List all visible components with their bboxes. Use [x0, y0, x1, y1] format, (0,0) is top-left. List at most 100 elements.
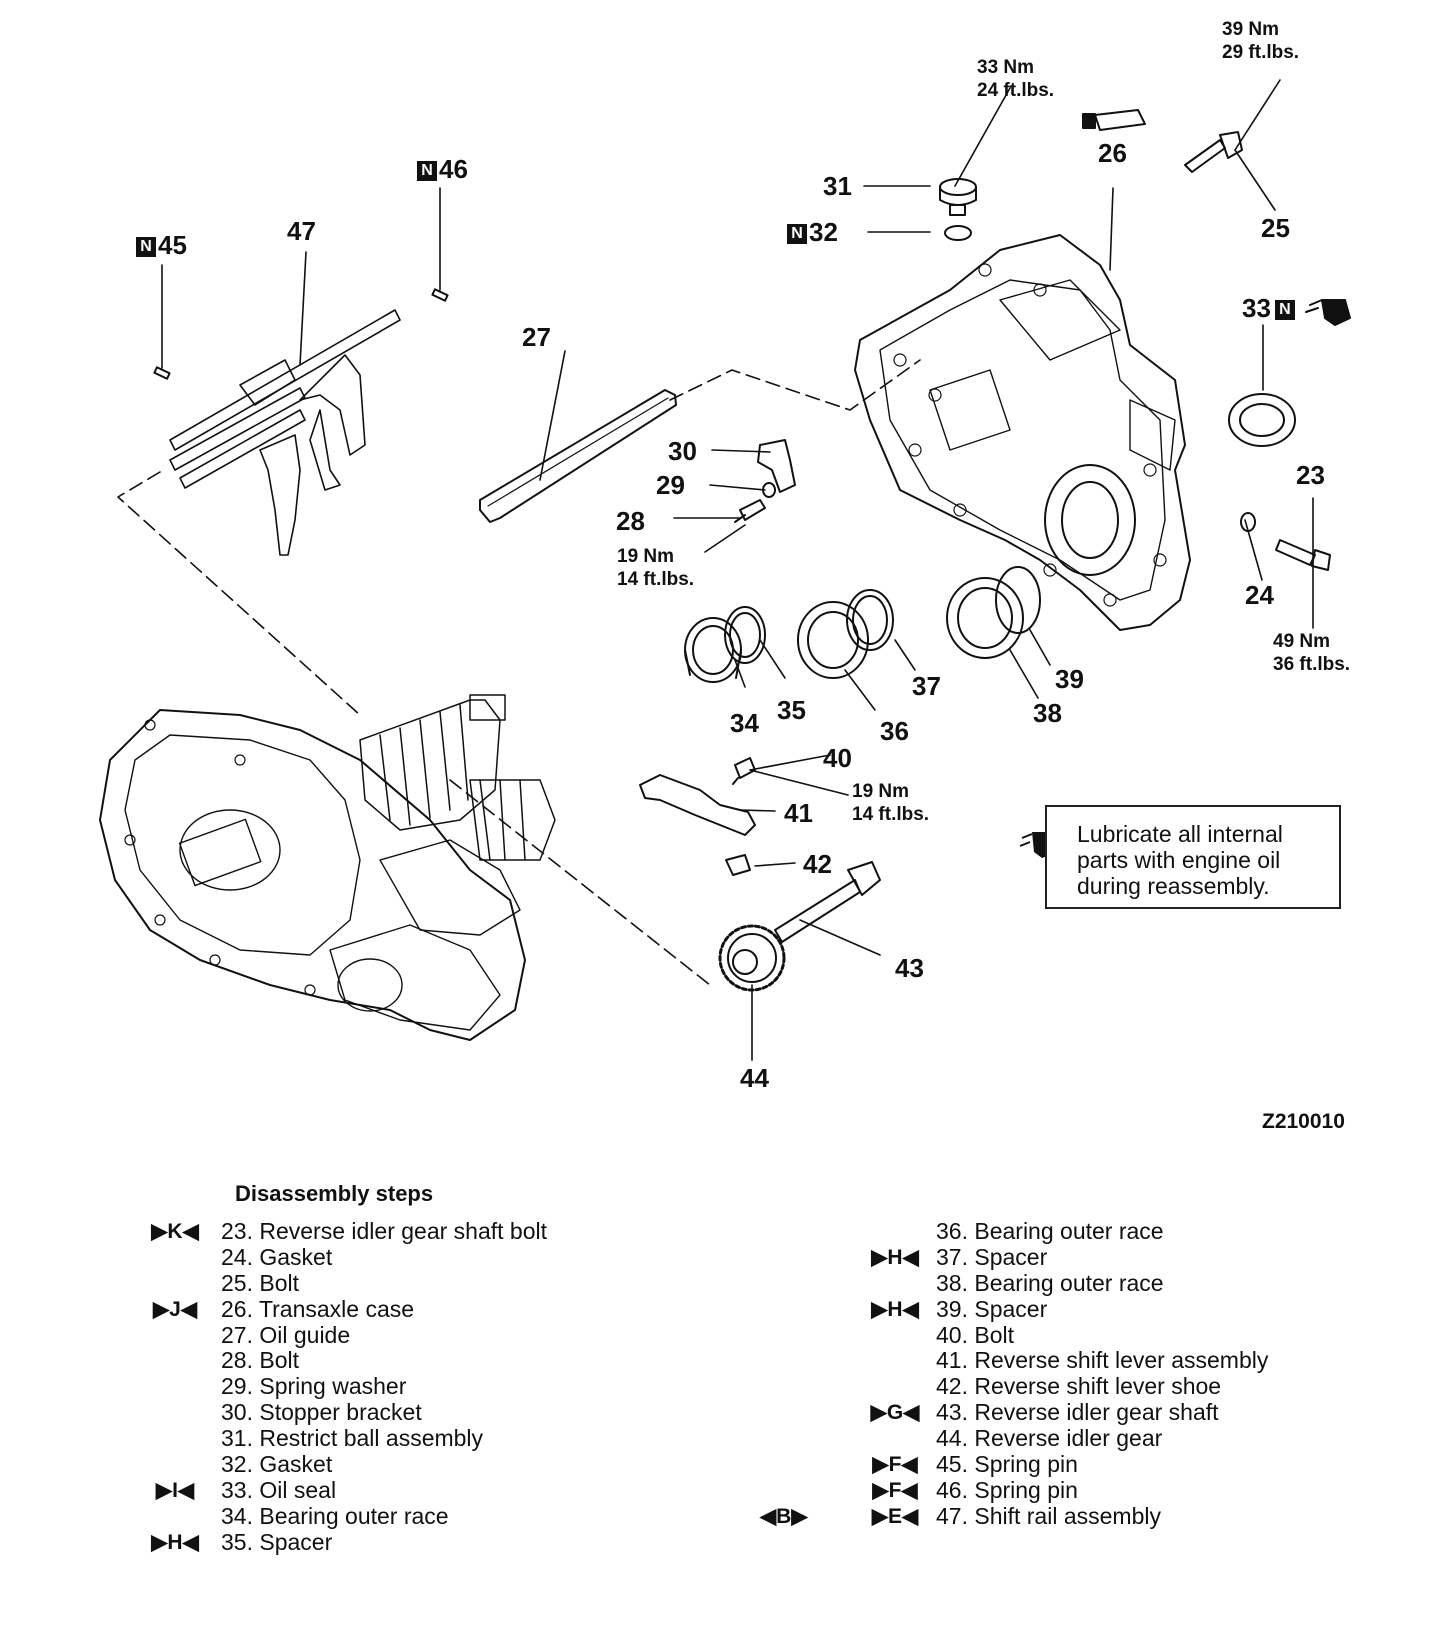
callout-45-number: 45: [158, 230, 187, 260]
callout-28: 28: [616, 506, 645, 536]
step-label: 29. Spring washer: [221, 1373, 407, 1400]
spacer-37-inner: [852, 595, 888, 645]
shift-rail-assembly: [169, 309, 401, 556]
step-label: 44. Reverse idler gear: [936, 1425, 1163, 1452]
bearing-outer-race-38: [946, 577, 1024, 659]
callout-29: 29: [656, 470, 685, 500]
torque-nm: 19 Nm: [617, 546, 675, 567]
reassembly-mark-pre: ◀B▶: [760, 1504, 808, 1528]
callout-44: 44: [740, 1063, 769, 1093]
gasket-32: [944, 225, 972, 241]
step-label: 36. Bearing outer race: [936, 1218, 1164, 1244]
bearing-outer-race-36: [797, 601, 869, 679]
step-label: 37. Spacer: [936, 1243, 1048, 1270]
step-label: 41. Reverse shift lever assembly: [936, 1347, 1269, 1374]
callout-40: 40: [823, 743, 852, 773]
assembly-dash-lines: [117, 359, 921, 986]
step-label: 34. Bearing outer race: [221, 1502, 449, 1529]
step-label: 47. Shift rail assembly: [936, 1502, 1161, 1529]
step-label: 30. Stopper bracket: [221, 1399, 422, 1426]
service-point-mark: ▶H◀: [871, 1245, 919, 1269]
step-label: 40. Bolt: [936, 1321, 1014, 1348]
step-label: 27. Oil guide: [221, 1321, 351, 1348]
callout-39: 39: [1055, 664, 1084, 694]
callout-27: 27: [522, 322, 551, 352]
disassembly-steps-title: Disassembly steps: [235, 1181, 434, 1206]
service-point-mark: ▶H◀: [151, 1530, 199, 1554]
callout-43: 43: [895, 953, 924, 983]
oil-guide: [479, 389, 677, 523]
callout-41: 41: [784, 798, 813, 828]
spring-pin-45: [153, 366, 171, 380]
torque-spec-23: 49 Nm 36 ft.lbs.: [1273, 630, 1350, 676]
step-label: 39. Spacer: [936, 1295, 1048, 1322]
callout-42: 42: [803, 849, 832, 879]
step-label: 23. Reverse idler gear shaft bolt: [221, 1218, 548, 1244]
callout-36: 36: [880, 716, 909, 746]
service-point-mark: ▶F◀: [872, 1478, 918, 1502]
torque-nm: 19 Nm: [852, 781, 910, 802]
torque-ftlbs: 14 ft.lbs.: [617, 569, 695, 590]
torque-nm: 49 Nm: [1273, 631, 1331, 652]
gear-train: [359, 694, 556, 861]
torque-ftlbs: 29 ft.lbs.: [1222, 42, 1300, 63]
step-label: 28. Bolt: [221, 1347, 299, 1374]
bolt-40: [732, 757, 756, 785]
step-label: 46. Spring pin: [936, 1476, 1078, 1503]
transaxle-case: [854, 234, 1191, 631]
bolt-25: [1184, 131, 1243, 173]
step-label: 35. Spacer: [221, 1528, 333, 1555]
lubrication-note-text: Lubricate all internal parts with engine…: [1077, 821, 1283, 899]
torque-ftlbs: 14 ft.lbs.: [852, 804, 930, 825]
torque-spec-31: 33 Nm 24 ft.lbs.: [977, 56, 1054, 102]
reverse-shift-lever-shoe: [725, 854, 751, 876]
leader-lines: [161, 79, 1314, 1061]
exploded-view-diagram: [99, 79, 1351, 1061]
oil-seal-33: [1228, 393, 1296, 447]
restrict-ball-assembly: [939, 178, 977, 216]
reverse-shift-lever: [639, 774, 756, 836]
step-label: 42. Reverse shift lever shoe: [936, 1373, 1222, 1400]
service-point-mark: ▶J◀: [153, 1297, 197, 1321]
bolt-23: [1275, 539, 1331, 571]
callout-47: 47: [287, 216, 316, 246]
step-label: 43. Reverse idler gear shaft: [936, 1399, 1219, 1426]
figure-code: Z210010: [1262, 1110, 1345, 1133]
reverse-idler-gear-shaft: [774, 861, 881, 943]
torque-ftlbs: 36 ft.lbs.: [1273, 654, 1351, 675]
gasket-24: [1240, 512, 1256, 532]
torque-nm: 33 Nm: [977, 57, 1035, 78]
torque-spec-28: 19 Nm 14 ft.lbs.: [617, 545, 694, 591]
callout-34: 34: [730, 708, 759, 738]
callout-33-number: 33: [1242, 293, 1271, 323]
step-label: 32. Gasket: [221, 1451, 333, 1478]
spring-pin-46: [431, 288, 449, 302]
lubrication-note: Lubricate all internal parts with engine…: [1045, 805, 1341, 909]
service-point-mark: ▶H◀: [871, 1297, 919, 1321]
spacer-35-inner: [729, 612, 761, 658]
bolt-28: [734, 499, 766, 523]
callout-37: 37: [912, 671, 941, 701]
torque-ftlbs: 24 ft.lbs.: [977, 80, 1055, 101]
sealant-tube: [1082, 109, 1146, 131]
callout-38: 38: [1033, 698, 1062, 728]
step-label: 31. Restrict ball assembly: [221, 1425, 484, 1452]
torque-nm: 39 Nm: [1222, 19, 1280, 40]
step-label: 33. Oil seal: [221, 1476, 337, 1503]
step-label: 38. Bearing outer race: [936, 1269, 1164, 1296]
bearing-outer-race-34: [684, 617, 742, 683]
callout-35: 35: [777, 695, 806, 725]
step-label: 26. Transaxle case: [221, 1295, 415, 1322]
step-label: 25. Bolt: [221, 1269, 299, 1296]
stopper-bracket: [757, 439, 796, 493]
callout-26: 26: [1098, 138, 1127, 168]
new-part-n-badge: N: [136, 237, 156, 257]
callout-25: 25: [1261, 213, 1290, 243]
new-part-n-badge: N: [787, 224, 807, 244]
callout-23: 23: [1296, 460, 1325, 490]
step-label: 45. Spring pin: [936, 1451, 1078, 1478]
new-part-n-badge: N: [1274, 300, 1295, 320]
